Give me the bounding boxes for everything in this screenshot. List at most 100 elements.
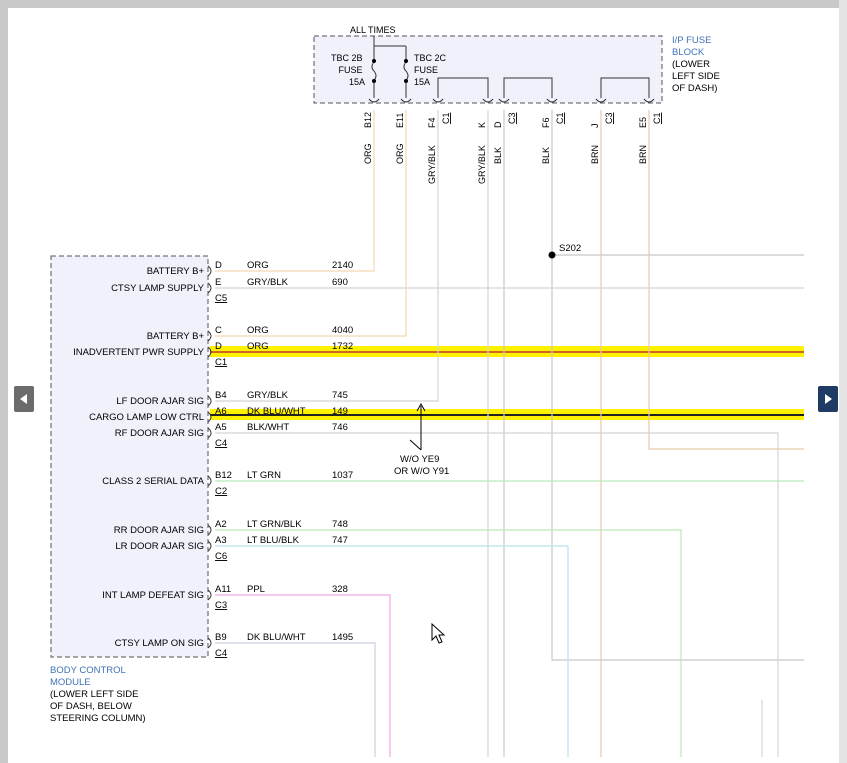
bcm-wire-color: GRY/BLK — [247, 277, 289, 288]
fuse-pin-label: E11 — [395, 113, 405, 128]
bcm-wire-color: LT BLU/BLK — [247, 535, 300, 546]
wire-color-label: BRN — [638, 145, 648, 164]
fuse-tbc2c-symbol — [403, 61, 409, 81]
fuse-connector-label: C1 — [441, 112, 451, 124]
internal-bus-3 — [600, 77, 650, 98]
splice-s202-dot[interactable] — [548, 251, 556, 259]
next-page-button[interactable] — [818, 386, 838, 412]
bcm-pin-label: A5 — [215, 422, 227, 433]
fuse-block-location: (LOWER LEFT SIDE OF DASH) — [672, 59, 723, 94]
fuse-connector-label: C1 — [652, 112, 662, 124]
bcm-box[interactable] — [50, 255, 209, 658]
bcm-connector-tick — [207, 330, 212, 342]
bcm-wire-color: LT GRN — [247, 470, 281, 481]
bcm-wire-color: LT GRN/BLK — [247, 519, 302, 530]
bcm-signal-label: LR DOOR AJAR SIG — [115, 541, 204, 552]
bcm-circuit-number: 747 — [332, 535, 348, 546]
bcm-connector-tick — [207, 589, 212, 601]
scrollbar[interactable] — [839, 0, 847, 763]
bcm-pin-label: D — [215, 341, 222, 352]
wire-746[interactable] — [215, 432, 779, 757]
bcm-connector-tick — [207, 265, 212, 277]
fuse-pin-label: F6 — [541, 117, 551, 128]
bcm-circuit-number: 2140 — [332, 260, 353, 271]
diagram-page: S202 ALL TIMES TBC 2B FUSE 15A TBC 2C FU… — [8, 8, 839, 763]
option-note-arrow — [409, 402, 426, 451]
bcm-connector-label: C4 — [215, 438, 227, 449]
fuse-tbc2b-label: TBC 2B FUSE 15A — [331, 53, 365, 87]
bcm-connector-tick — [207, 637, 212, 649]
wire-2140[interactable] — [215, 110, 375, 272]
chevron-left-icon — [20, 394, 27, 404]
bcm-wire-color: BLK/WHT — [247, 422, 289, 433]
bcm-title[interactable]: BODY CONTROL MODULE — [50, 665, 128, 688]
wire-color-label: GRY/BLK — [427, 145, 437, 184]
fuse-connector-label: C3 — [604, 112, 614, 124]
wire-color-label: BLK — [541, 147, 551, 164]
bcm-wire-color: ORG — [247, 341, 269, 352]
splice-s202-label: S202 — [559, 243, 581, 254]
bcm-wire-color: ORG — [247, 325, 269, 336]
fuse-pin-label: F4 — [427, 117, 437, 128]
wire-4040[interactable] — [215, 110, 407, 337]
fuse-tbc2b-symbol — [371, 61, 377, 81]
bcm-signal-label: CLASS 2 SERIAL DATA — [102, 476, 204, 487]
wire-747[interactable] — [215, 545, 569, 757]
fuse-pin-label: K — [477, 122, 487, 128]
bcm-connector-tick — [207, 540, 212, 552]
bcm-wire-color: PPL — [247, 584, 265, 595]
bcm-connector-label: C2 — [215, 486, 227, 497]
wire-1495[interactable] — [215, 642, 376, 757]
bcm-connector-tick — [207, 524, 212, 536]
bcm-connector-label: C5 — [215, 293, 227, 304]
previous-page-button[interactable] — [14, 386, 34, 412]
bcm-pin-label: C — [215, 325, 222, 336]
wire-color-label: ORG — [395, 143, 405, 164]
bcm-signal-label: BATTERY B+ — [147, 266, 205, 277]
bcm-wire-color: DK BLU/WHT — [247, 632, 306, 643]
wire-blk-f6[interactable] — [551, 110, 804, 661]
bcm-location: (LOWER LEFT SIDE OF DASH, BELOW STEERING… — [50, 689, 146, 724]
bcm-circuit-number: 746 — [332, 422, 348, 433]
mouse-cursor-icon — [431, 622, 446, 644]
bcm-circuit-number: 4040 — [332, 325, 353, 336]
bcm-connector-tick — [207, 427, 212, 439]
bcm-pin-label: A3 — [215, 535, 227, 546]
wire-745[interactable] — [215, 110, 439, 402]
fuse-pin-label: B12 — [363, 112, 373, 128]
bcm-signal-label: RR DOOR AJAR SIG — [114, 525, 204, 536]
bcm-connector-label: C1 — [215, 357, 227, 368]
fuse-block-title[interactable]: I/P FUSE BLOCK — [672, 35, 714, 58]
bcm-pin-label: E — [215, 277, 221, 288]
bcm-pin-label: B12 — [215, 470, 232, 481]
fuse-tbc2c-label: TBC 2C FUSE 15A — [414, 53, 449, 87]
fuse-pin-label: D — [493, 121, 503, 128]
wire-748[interactable] — [215, 529, 682, 757]
option-note: W/O YE9 OR W/O Y91 — [394, 454, 449, 477]
bcm-pin-label: A6 — [215, 406, 227, 417]
bcm-circuit-number: 1732 — [332, 341, 353, 352]
internal-bus-1 — [437, 77, 489, 98]
wire-328[interactable] — [215, 594, 391, 757]
bcm-circuit-number: 1037 — [332, 470, 353, 481]
bcm-connector-label: C4 — [215, 648, 227, 659]
bcm-connector-label: C3 — [215, 600, 227, 611]
bcm-connector-tick — [207, 411, 212, 423]
bcm-pin-label: B4 — [215, 390, 227, 401]
bcm-signal-label: CARGO LAMP LOW CTRL — [89, 412, 204, 423]
wire-brn-e5[interactable] — [648, 110, 804, 450]
wire-color-label: ORG — [363, 143, 373, 164]
bcm-circuit-number: 690 — [332, 277, 348, 288]
